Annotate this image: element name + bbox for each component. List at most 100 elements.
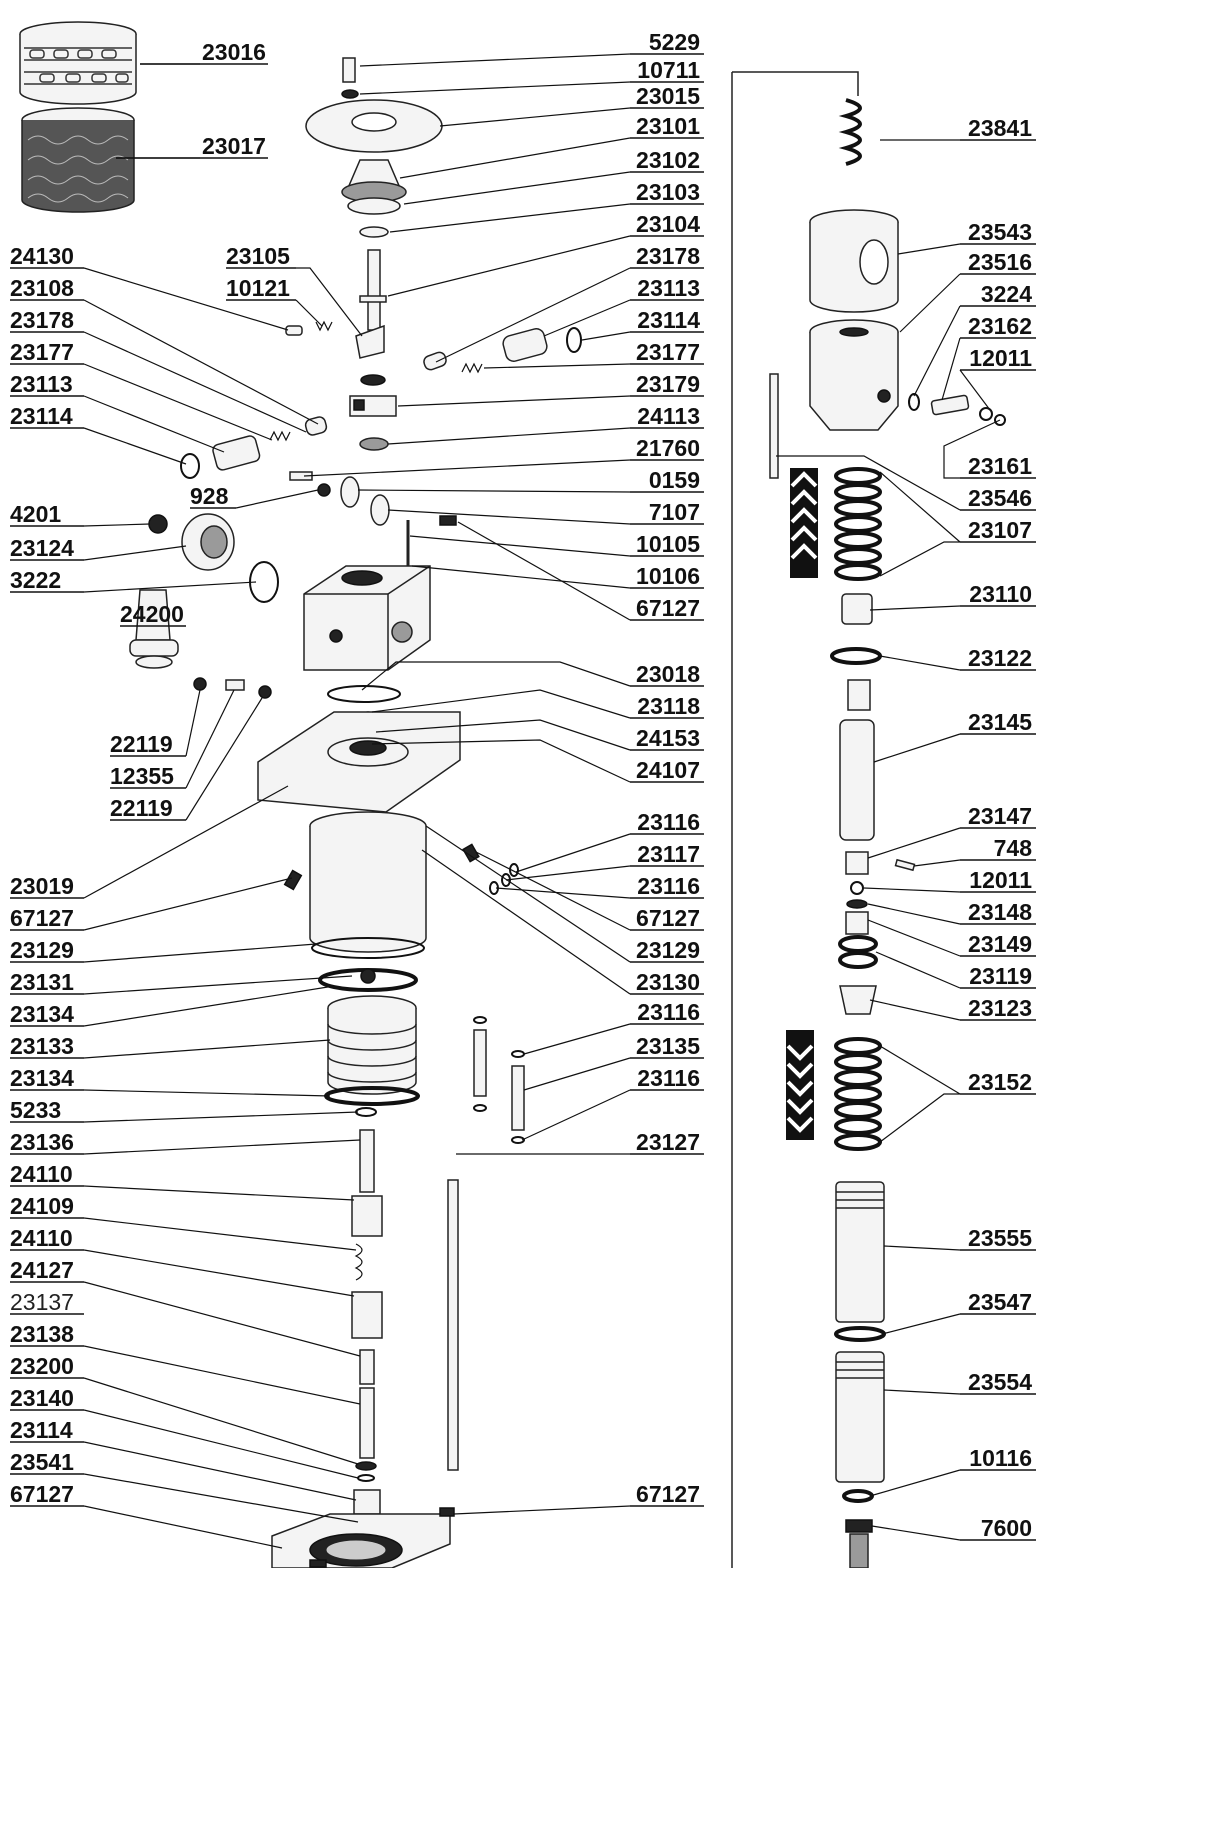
part-label-23113: 23113 [637, 275, 700, 301]
part-label-23555: 23555 [968, 1225, 1032, 1251]
leader-line [83, 545, 187, 561]
part-label-23541: 23541 [10, 1449, 74, 1475]
leader-line [397, 395, 631, 407]
part-label-24113: 24113 [637, 403, 700, 429]
diagram-canvas: 2301623017241302310823178231772311323114… [10, 21, 1036, 1568]
leader-line [475, 851, 631, 931]
leader-line [403, 171, 631, 205]
leader-line [83, 395, 225, 453]
part-label-23016: 23016 [202, 39, 266, 65]
part-label-12011: 12011 [969, 345, 1032, 371]
part-label-7600: 7600 [981, 1515, 1032, 1541]
part-label-23135: 23135 [636, 1033, 700, 1059]
part-label-23145: 23145 [968, 709, 1032, 735]
leader-line [83, 1345, 361, 1405]
leader-line [515, 833, 631, 873]
leader-line [435, 267, 631, 363]
leader-line [959, 369, 991, 411]
part-label-23114: 23114 [10, 403, 73, 429]
part-label-23104: 23104 [636, 211, 700, 237]
part-label-23147: 23147 [968, 803, 1032, 829]
leader-line [303, 459, 631, 477]
part-label-23116: 23116 [637, 809, 700, 835]
leader-line [457, 521, 631, 621]
pin-23138 [359, 1387, 375, 1459]
leader-line [521, 1089, 631, 1141]
leader-line [83, 1217, 357, 1251]
nipple-7600 [845, 1519, 873, 1533]
part-label-23116: 23116 [637, 999, 700, 1025]
part-label-23114: 23114 [637, 307, 700, 333]
part-label-23130: 23130 [636, 969, 700, 995]
part-label-24110: 24110 [10, 1225, 73, 1251]
washer-10711 [341, 89, 359, 99]
part-label-23138: 23138 [10, 1321, 74, 1347]
leader-line [389, 203, 631, 233]
part-label-23015: 23015 [636, 83, 700, 109]
leader-line [425, 825, 631, 963]
leader-line [83, 1139, 361, 1155]
part-label-7107: 7107 [649, 499, 700, 525]
part-label-23102: 23102 [636, 147, 700, 173]
part-label-3222: 3222 [10, 567, 61, 593]
rod-23127 [447, 1179, 459, 1471]
leader-line [883, 1245, 961, 1251]
part-label-23177: 23177 [636, 339, 700, 365]
part-label-23178: 23178 [10, 307, 74, 333]
part-label-23543: 23543 [968, 219, 1032, 245]
leader-line [375, 719, 631, 751]
part-label-22119: 22119 [110, 795, 173, 821]
leader-line [863, 887, 961, 893]
leader-line [357, 489, 631, 493]
part-label-23017: 23017 [202, 133, 266, 159]
cylinder-23113 [502, 328, 548, 362]
part-label-23103: 23103 [636, 179, 700, 205]
leader-line [879, 655, 961, 671]
leader-line [83, 1111, 359, 1123]
leader-line [83, 267, 289, 331]
part-label-5233: 5233 [10, 1097, 61, 1123]
leader-line [881, 1313, 961, 1335]
leader-line [371, 689, 631, 719]
leader-line [83, 1441, 357, 1501]
leader-line [83, 785, 289, 899]
part-label-23516: 23516 [968, 249, 1032, 275]
part-label-23122: 23122 [968, 645, 1032, 671]
tube-23554 [835, 1351, 885, 1483]
mesh-sleeve-23016 [19, 21, 137, 105]
part-label-23136: 23136 [10, 1129, 74, 1155]
leader-line [83, 331, 307, 433]
leader-line [83, 1039, 331, 1059]
part-label-5229: 5229 [649, 29, 700, 55]
part-label-67127: 67127 [10, 905, 74, 931]
part-label-23119: 23119 [969, 963, 1032, 989]
leader-lines [83, 53, 1001, 1549]
part-label-23547: 23547 [968, 1289, 1032, 1315]
leader-line [943, 419, 1001, 479]
part-label-23127: 23127 [636, 1129, 700, 1155]
part-label-4201: 4201 [10, 501, 61, 527]
nut-23110 [841, 593, 873, 625]
leader-line [495, 887, 631, 899]
part-label-12355: 12355 [110, 763, 174, 789]
leader-line [867, 903, 961, 925]
part-label-23129: 23129 [10, 937, 74, 963]
cylinder-23113-left [212, 435, 261, 471]
bushing-24110 [351, 1195, 383, 1237]
leader-line [83, 1377, 359, 1465]
part-label-23124: 23124 [10, 535, 74, 561]
part-label-23140: 23140 [10, 1385, 74, 1411]
leader-line [83, 523, 151, 527]
part-label-23116: 23116 [637, 873, 700, 899]
part-label-23152: 23152 [968, 1069, 1032, 1095]
part-label-24200: 24200 [120, 601, 184, 627]
leader-line [913, 305, 961, 397]
leader-line [83, 1409, 359, 1479]
leader-line [869, 1469, 961, 1497]
part-label-23137: 23137 [10, 1289, 74, 1315]
leader-line [83, 427, 187, 465]
part-label-23118: 23118 [637, 693, 700, 719]
part-label-23101: 23101 [636, 113, 700, 139]
part-label-23116: 23116 [637, 1065, 700, 1091]
